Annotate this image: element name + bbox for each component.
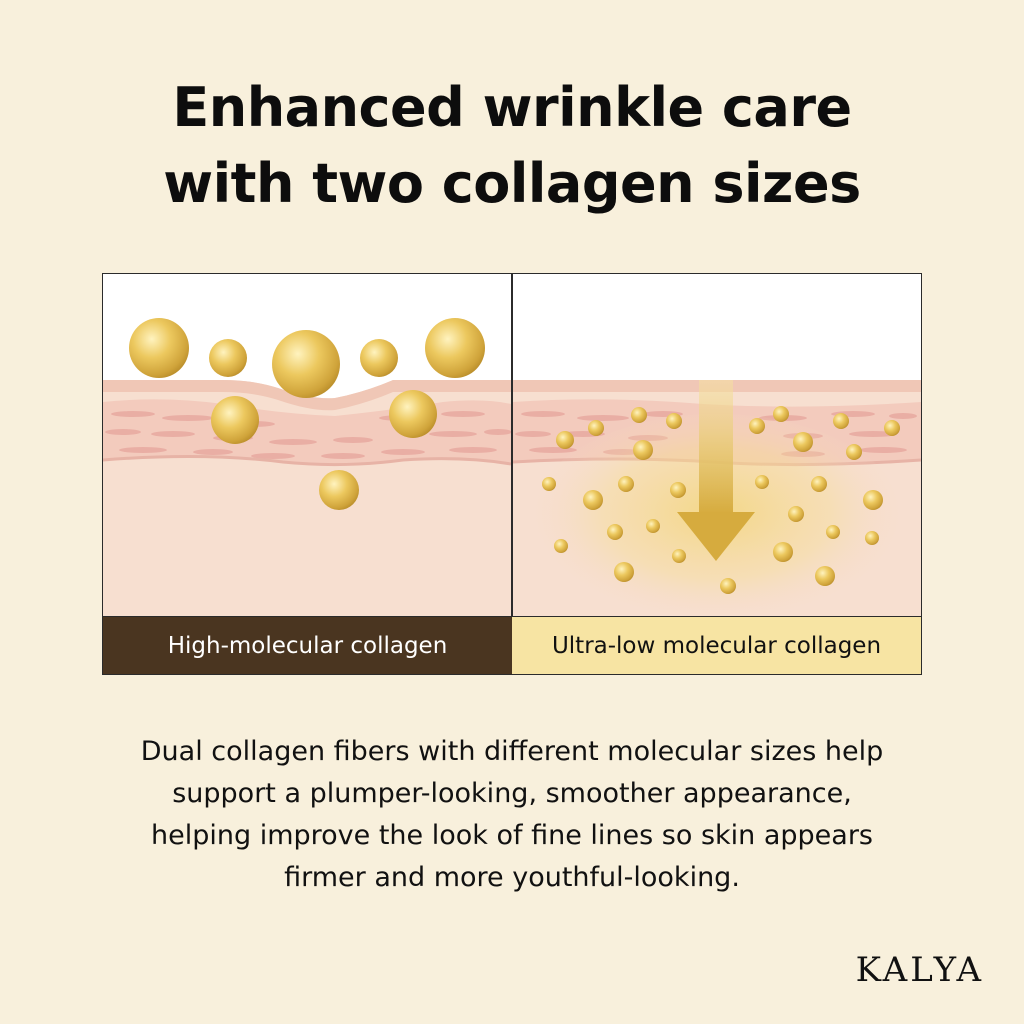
down-arrow-icon	[677, 380, 755, 561]
panel-divider	[511, 274, 513, 674]
caption-high-molecular: High-molecular collagen	[103, 617, 512, 674]
collagen-comparison-figure: High-molecular collagen Ultra-low molecu…	[102, 273, 922, 675]
title-line-1: Enhanced wrinkle care	[172, 76, 852, 139]
left-skin-panel	[103, 274, 511, 616]
skin-illustration	[103, 274, 921, 616]
description-text: Dual collagen fibers with different mole…	[0, 731, 1024, 899]
brand-logo: KALYA	[855, 950, 984, 990]
large-collagen-sphere-icon	[129, 318, 485, 510]
description-line-4: firmer and more youthful-looking.	[284, 862, 740, 893]
right-skin-panel	[513, 274, 921, 616]
small-collagen-particle-icon	[542, 406, 900, 594]
caption-divider	[103, 616, 921, 618]
caption-ultra-low-molecular: Ultra-low molecular collagen	[512, 617, 921, 674]
page-title: Enhanced wrinkle care with two collagen …	[0, 70, 1024, 222]
title-line-2: with two collagen sizes	[163, 152, 861, 215]
description-line-2: support a plumper-looking, smoother appe…	[172, 778, 852, 809]
description-line-3: helping improve the look of fine lines s…	[151, 820, 873, 851]
description-line-1: Dual collagen fibers with different mole…	[140, 736, 884, 767]
